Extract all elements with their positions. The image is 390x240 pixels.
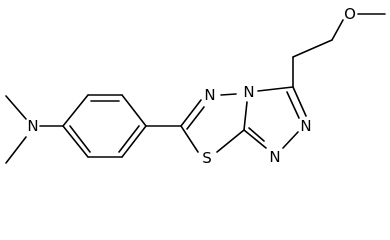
bond-nme-upper — [5, 95, 27, 120]
thiadiazole-ring — [180, 93, 248, 153]
triazole-ring — [243, 86, 307, 149]
atom-label-ring-n-right: N — [300, 117, 311, 135]
bond-lines — [5, 13, 386, 164]
atom-label-ring-n-upper: N — [204, 86, 215, 104]
atom-label-n-dimethyl: N — [27, 117, 38, 135]
molecule-structure: N N N N N S O — [5, 5, 386, 167]
atom-label-ring-n-lower: N — [269, 148, 280, 166]
methoxyethyl-chain — [292, 13, 386, 88]
bond-nme-lower — [5, 136, 27, 164]
benzene-ring — [62, 94, 147, 158]
atom-label-ring-n-bridge: N — [243, 83, 254, 101]
atom-label-methoxy-o: O — [344, 5, 356, 23]
atom-label-sulfur: S — [202, 149, 212, 167]
